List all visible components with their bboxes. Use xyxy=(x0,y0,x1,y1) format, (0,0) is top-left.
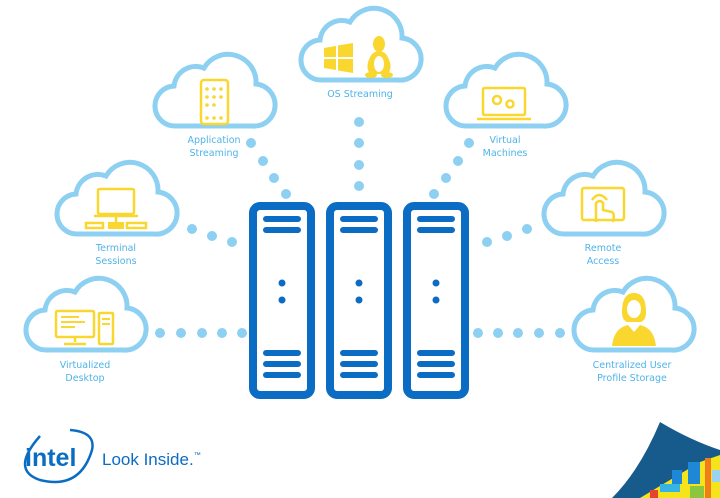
node-label: Profile Storage xyxy=(597,373,667,384)
windows-icon xyxy=(324,43,353,73)
node-os-streaming: OS Streaming xyxy=(301,8,421,100)
node-virtualized-desktop: Virtualized Desktop xyxy=(26,278,146,384)
node-remote-access: Remote Access xyxy=(544,162,664,267)
node-label: Remote xyxy=(585,243,622,254)
terminal-icon xyxy=(84,187,148,230)
node-label: OS Streaming xyxy=(327,89,393,100)
touchscreen-icon xyxy=(580,186,626,223)
node-label: Machines xyxy=(483,148,528,159)
server-rack xyxy=(326,202,392,399)
intel-logo: intel Look Inside.™ xyxy=(23,428,201,484)
connector-dots xyxy=(155,117,565,338)
tablet-icon xyxy=(199,78,230,126)
corner-chip-graphic xyxy=(612,422,720,498)
node-label: Access xyxy=(587,256,620,267)
node-terminal-sessions: Terminal Sessions xyxy=(57,162,177,267)
node-centralized-user-profile-storage: Centralized User Profile Storage xyxy=(574,278,694,384)
node-label: Streaming xyxy=(189,148,238,159)
node-label: Terminal xyxy=(95,243,136,254)
node-label: Application xyxy=(187,135,240,146)
linux-tux-icon xyxy=(365,36,393,78)
node-label: Centralized User xyxy=(593,360,672,371)
node-virtual-machines: Virtual Machines xyxy=(446,54,566,159)
node-label: Virtual xyxy=(489,135,520,146)
node-label: Sessions xyxy=(95,256,136,267)
server-rack xyxy=(249,202,315,399)
laptop-gears-icon xyxy=(477,86,531,121)
node-application-streaming: Application Streaming xyxy=(155,54,275,159)
desktop-pc-icon xyxy=(54,309,115,346)
node-label: Virtualized xyxy=(60,360,111,371)
server-racks-icon xyxy=(249,202,469,399)
intel-wordmark: intel xyxy=(25,444,76,472)
server-rack xyxy=(403,202,469,399)
user-icon xyxy=(612,293,656,346)
tagline: Look Inside.™ xyxy=(102,450,201,469)
node-label: Desktop xyxy=(65,373,104,384)
